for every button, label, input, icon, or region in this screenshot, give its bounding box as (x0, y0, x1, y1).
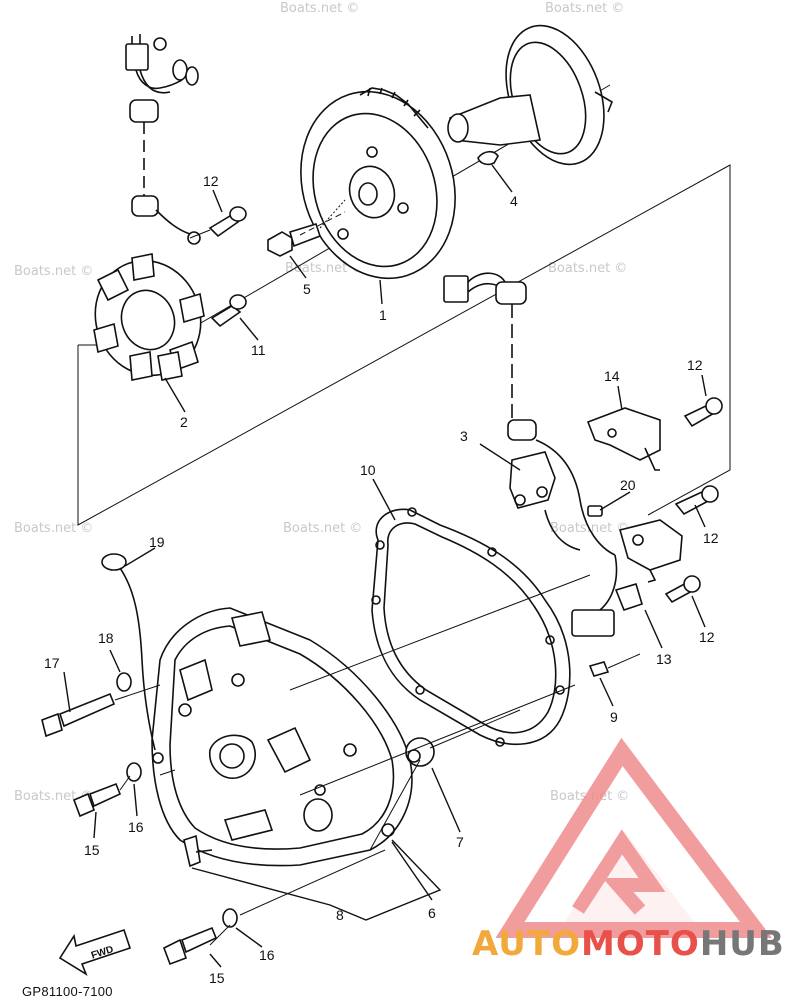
callout-5: 5 (303, 281, 311, 297)
watermark: Boats.net © (280, 1, 359, 16)
callout-15: 15 (84, 842, 100, 858)
callout-4: 4 (510, 193, 518, 209)
harness-bracket (586, 397, 723, 471)
callout-1: 1 (379, 307, 387, 323)
fasteners (41, 672, 238, 966)
brand-hub: HUB (700, 924, 785, 964)
callout-12: 12 (703, 530, 719, 546)
callout-19: 19 (149, 534, 165, 550)
flywheel-bolt (267, 199, 346, 257)
callout-labels: 12 4 5 1 11 2 12 14 3 10 20 12 19 12 13 … (44, 173, 719, 986)
leader-lines (63, 164, 707, 968)
callout-17: 17 (44, 655, 60, 671)
breather-fitting (183, 834, 213, 868)
callout-12: 12 (699, 629, 715, 645)
brand-moto: MOTO (581, 924, 700, 964)
callout-16: 16 (259, 947, 275, 963)
brand-logo-icon (495, 737, 773, 938)
callout-2: 2 (180, 414, 188, 430)
stator-lead (125, 34, 201, 245)
callout-16: 16 (128, 819, 144, 835)
callout-3: 3 (460, 428, 468, 444)
brand-wordmark: AUTOMOTOHUB (472, 924, 785, 964)
sensor-assembly (571, 485, 719, 637)
callout-10: 10 (360, 462, 376, 478)
crankcase-cover-gasket (371, 507, 571, 747)
callout-7: 7 (456, 834, 464, 850)
watermark: Boats.net © (285, 261, 364, 276)
woodruff-key (477, 150, 499, 166)
watermark: Boats.net © (548, 261, 627, 276)
stator (93, 253, 205, 381)
callout-20: 20 (620, 477, 636, 493)
watermark: Boats.net © (545, 1, 624, 16)
callout-11: 11 (251, 342, 266, 358)
callout-9: 9 (610, 709, 618, 725)
rotor-hub (447, 24, 613, 166)
diagram-part-number: GP81100-7100 (22, 984, 113, 999)
callout-12: 12 (203, 173, 219, 189)
dowel-pin (588, 661, 610, 677)
callout-13: 13 (656, 651, 672, 667)
callout-15: 15 (209, 970, 225, 986)
screws-stator (208, 206, 247, 328)
watermark: Boats.net © (14, 521, 93, 536)
callout-18: 18 (98, 630, 114, 646)
alignment-lines (114, 211, 641, 946)
pickup-harness (443, 272, 618, 611)
callout-14: 14 (604, 368, 620, 384)
lead-wire (101, 553, 164, 764)
brand-auto: AUTO (472, 924, 581, 964)
flywheel (300, 87, 456, 280)
callout-6: 6 (428, 905, 436, 921)
collar (405, 737, 435, 767)
watermark: Boats.net © (14, 264, 93, 279)
crankcase-cover (151, 607, 413, 867)
fwd-arrow-icon: FWD (58, 928, 132, 976)
callout-12: 12 (687, 357, 703, 373)
callout-8: 8 (336, 907, 344, 923)
watermark: Boats.net © (283, 521, 362, 536)
